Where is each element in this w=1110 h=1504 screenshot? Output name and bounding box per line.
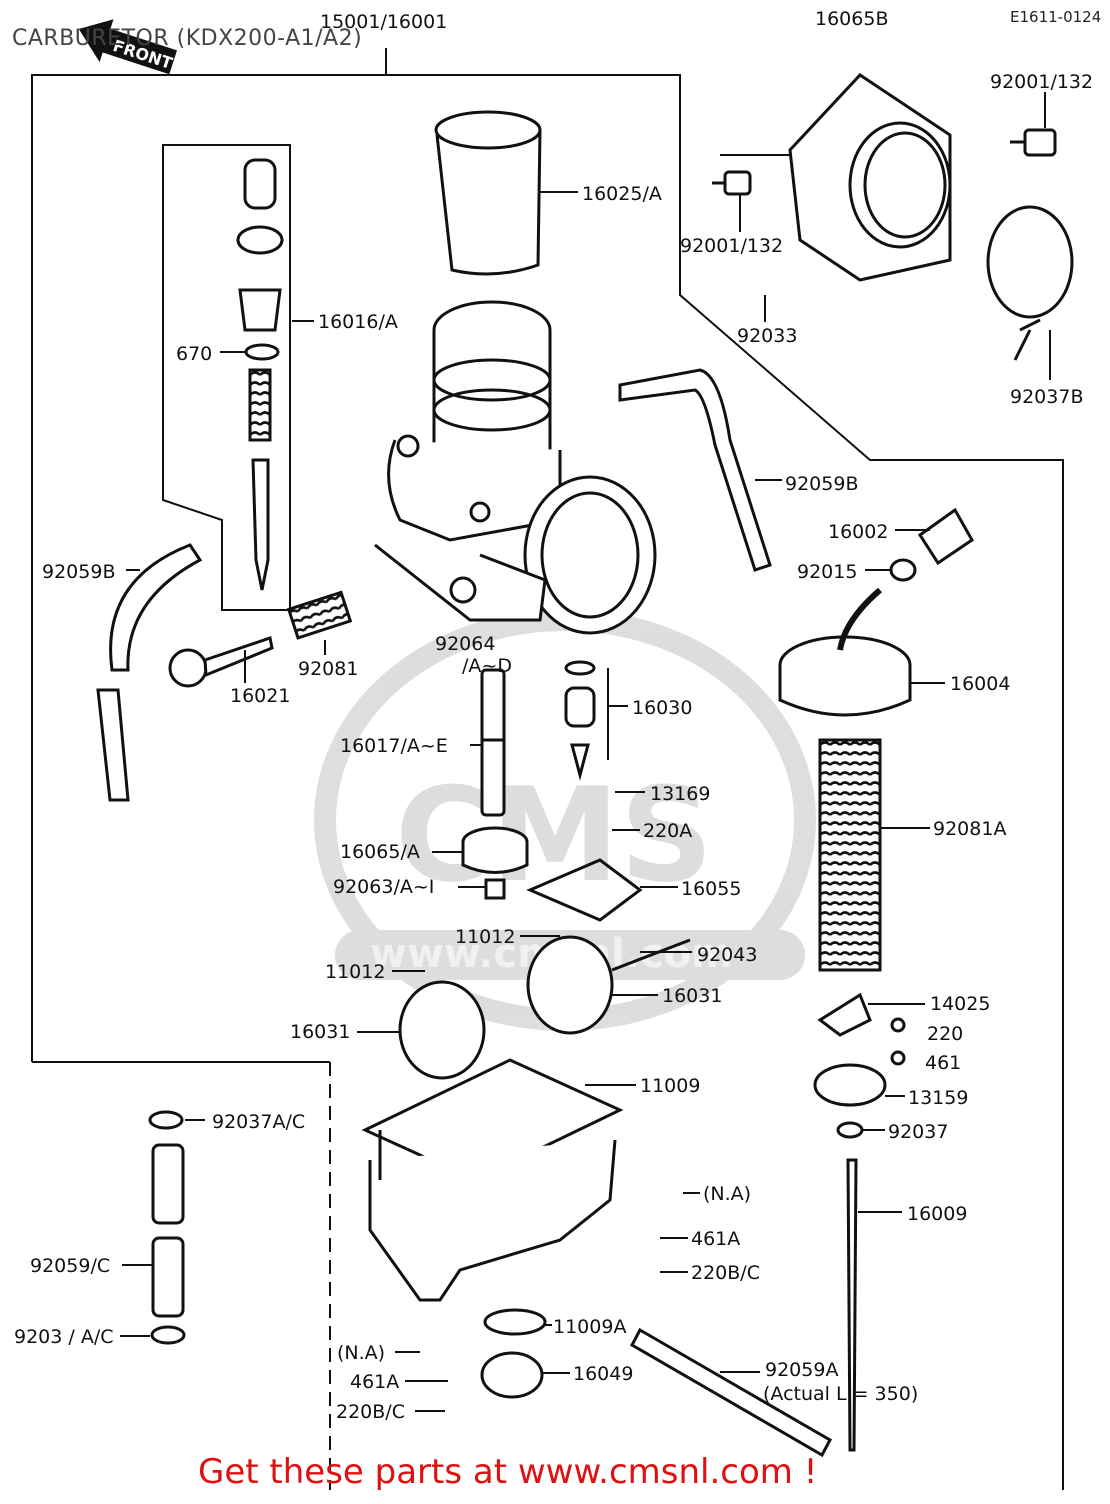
label-11009a: 11009A [553, 1316, 626, 1338]
label-16030: 16030 [632, 697, 692, 719]
label-16021: 16021 [230, 685, 290, 707]
label-13159: 13159 [908, 1087, 968, 1109]
label-na-a: (N.A) [703, 1183, 751, 1205]
part-labels: 15001/16001 16065B 92001/132 16025/A 920… [14, 8, 1093, 1423]
hose-92059b-right [618, 368, 772, 572]
label-92059a-sub: (Actual L = 350) [763, 1383, 918, 1405]
label-16031-left: 16031 [290, 1021, 350, 1043]
diagram-code: E1611-0124 [1010, 8, 1102, 26]
part-16055 [526, 858, 643, 922]
label-92064: 92064 [435, 633, 495, 655]
part-16016 [236, 158, 284, 591]
label-92064-sub: /A~D [462, 655, 512, 677]
part-16030 [564, 660, 596, 781]
part-16021 [168, 590, 353, 688]
label-92037ac2: 9203 / A/C [14, 1326, 114, 1348]
svg-text:CMS: CMS [395, 759, 713, 911]
label-92001-b: 92001/132 [680, 235, 783, 257]
label-92037b: 92037B [1010, 386, 1083, 408]
label-220bc-b: 220B/C [336, 1401, 405, 1423]
part-11009 [361, 1058, 624, 1302]
label-16004: 16004 [950, 673, 1010, 695]
label-670: 670 [176, 343, 212, 365]
leader-lines [120, 92, 1051, 1412]
label-92081: 92081 [298, 658, 358, 680]
label-16009: 16009 [907, 1203, 967, 1225]
label-92059b-right: 92059B [785, 473, 858, 495]
cta-link[interactable]: Get these parts at www.cmsnl.com ! [198, 1452, 818, 1492]
hose-92059b-left [96, 543, 203, 802]
bolts-92001 [712, 128, 1057, 196]
label-11009: 11009 [640, 1075, 700, 1097]
label-92059b-left: 92059B [42, 561, 115, 583]
part-16025 [434, 110, 542, 276]
label-16065b: 16065B [815, 8, 888, 30]
hose-92059c [148, 1110, 186, 1345]
part-16065b [788, 73, 952, 282]
label-na-b: (N.A) [337, 1342, 385, 1364]
frame-lines [31, 48, 1064, 1490]
label-16002: 16002 [828, 521, 888, 543]
label-16049: 16049 [573, 1363, 633, 1385]
carburetor-body [374, 300, 657, 635]
label-16031-right: 16031 [662, 985, 722, 1007]
part-16017 [480, 668, 506, 817]
label-15001: 15001/16001 [320, 11, 447, 33]
label-92001-a: 92001/132 [990, 71, 1093, 93]
label-92033: 92033 [737, 325, 797, 347]
label-13169: 13169 [650, 783, 710, 805]
label-92037ac: 92037A/C [212, 1111, 305, 1133]
part-16002 [889, 507, 974, 582]
label-16017: 16017/A~E [340, 735, 448, 757]
label-16055: 16055 [681, 878, 741, 900]
label-92043: 92043 [697, 944, 757, 966]
label-92059a: 92059A [765, 1359, 838, 1381]
label-16065a: 16065/A [340, 841, 420, 863]
label-92037: 92037 [888, 1121, 948, 1143]
label-220: 220 [927, 1023, 963, 1045]
label-11012-b: 11012 [325, 961, 385, 983]
label-92015: 92015 [797, 561, 857, 583]
label-16025: 16025/A [582, 183, 662, 205]
part-14025-13159 [813, 992, 906, 1139]
hose-92059a [629, 1327, 833, 1458]
part-92081a [818, 738, 882, 972]
label-92081a: 92081A [933, 818, 1006, 840]
part-16049 [480, 1308, 547, 1399]
label-461a-b: 461A [350, 1371, 399, 1393]
part-16009 [846, 1158, 858, 1452]
part-16031 [398, 935, 691, 1080]
label-461: 461 [925, 1052, 961, 1074]
label-92063: 92063/A~I [333, 876, 434, 898]
label-11012-a: 11012 [455, 926, 515, 948]
label-461a-a: 461A [691, 1228, 740, 1250]
part-92037b [986, 205, 1074, 361]
part-16004 [778, 587, 912, 717]
label-220a: 220A [643, 820, 692, 842]
diagram-title: CARBURETOR (KDX200-A1/A2) [12, 26, 363, 51]
label-14025: 14025 [930, 993, 990, 1015]
label-220bc-a: 220B/C [691, 1262, 760, 1284]
part-16065a [461, 826, 529, 900]
label-16016: 16016/A [318, 311, 398, 333]
label-92059c: 92059/C [30, 1255, 110, 1277]
